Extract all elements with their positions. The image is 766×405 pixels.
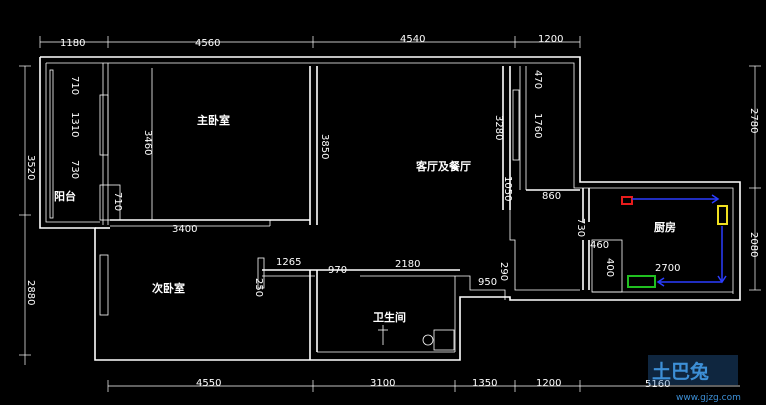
dim-kitchen-460: 460 — [590, 240, 609, 251]
balcony-walls — [49, 63, 121, 225]
dim-balcony-710-low: 710 — [112, 192, 123, 211]
dim-left-1: 3520 — [25, 155, 36, 180]
dim-balcony-1310: 1310 — [69, 112, 80, 137]
room-living-dining: 客厅及餐厅 — [415, 159, 471, 173]
kitchen-red-marker — [621, 196, 633, 205]
kitchen-green-marker — [627, 275, 656, 288]
dim-top-2: 4560 — [195, 38, 220, 49]
room-second-bedroom: 次卧室 — [152, 281, 185, 295]
dim-balcony-710-top: 710 — [69, 76, 80, 95]
dimension-labels: 1180 4560 4540 1200 4550 3100 1350 1200 … — [25, 34, 759, 390]
dim-master-3460: 3460 — [142, 130, 153, 155]
room-labels: 主卧室 客厅及餐厅 阳台 次卧室 卫生间 厨房 — [54, 113, 676, 324]
dim-kitchen-2700: 2700 — [655, 263, 680, 274]
dim-right-470: 470 — [532, 70, 543, 89]
watermark-logo: 土巴兔 — [652, 360, 709, 383]
room-master-bedroom: 主卧室 — [197, 113, 230, 127]
dim-right-1760: 1760 — [532, 113, 543, 138]
dim-top-1: 1180 — [60, 38, 85, 49]
dim-bottom-5: 5160 — [645, 379, 670, 390]
dim-kitchen-860: 860 — [542, 191, 561, 202]
dim-bottom-1: 4550 — [196, 378, 221, 389]
dim-living-3280: 3280 — [493, 115, 504, 140]
dim-kitchen-400: 400 — [604, 258, 615, 277]
dim-mid-1265: 1265 — [276, 257, 301, 268]
outer-walls — [39, 56, 741, 361]
dim-mid-950: 950 — [478, 277, 497, 288]
dim-mid-250: 250 — [253, 278, 264, 297]
kitchen-yellow-marker — [717, 205, 728, 225]
dim-left-2: 2880 — [25, 280, 36, 305]
dim-kitchen-730: 730 — [575, 218, 586, 237]
kitchen-blue-arrows — [632, 194, 727, 287]
dim-mid-970: 970 — [328, 265, 347, 276]
dim-top-4: 1200 — [538, 34, 563, 45]
kitchen-fixtures — [621, 194, 728, 288]
room-kitchen: 厨房 — [654, 220, 676, 234]
room-balcony: 阳台 — [54, 189, 76, 203]
interior-walls — [95, 66, 733, 360]
dim-bottom-3: 1350 — [472, 378, 497, 389]
dim-mid-2180: 2180 — [395, 259, 420, 270]
dim-top-3: 4540 — [400, 34, 425, 45]
dim-living-3850: 3850 — [319, 134, 330, 159]
dim-right-2: 2080 — [748, 232, 759, 257]
dim-mid-3400: 3400 — [172, 224, 197, 235]
watermark-url: www.gjzg.com — [676, 393, 741, 403]
dim-bottom-4: 1200 — [536, 378, 561, 389]
dim-right-1: 2780 — [748, 108, 759, 133]
dimension-lines — [19, 36, 761, 392]
dim-living-1050: 1050 — [502, 176, 513, 201]
watermark: 土巴兔 www.gjzg.com — [648, 355, 741, 403]
dim-mid-290: 290 — [498, 262, 509, 281]
dim-balcony-730: 730 — [69, 160, 80, 179]
dim-bottom-2: 3100 — [370, 378, 395, 389]
room-bathroom: 卫生间 — [373, 310, 406, 324]
